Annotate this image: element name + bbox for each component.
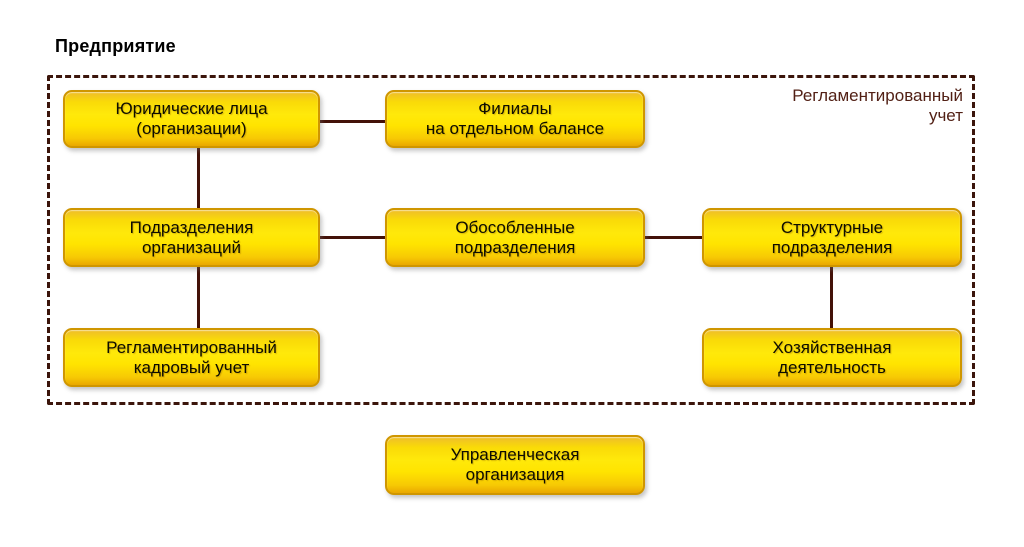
edge-separate-subdivisions-structural-subdivisions [645, 236, 702, 239]
regulated-accounting-frame [47, 75, 975, 405]
edge-org-departments-regulated-hr [197, 266, 200, 328]
node-regulated-hr-accounting: Регламентированный кадровый учет [63, 328, 320, 387]
node-branches-separate-balance: Филиалы на отдельном балансе [385, 90, 645, 148]
node-management-organization: Управленческая организация [385, 435, 645, 495]
node-separate-subdivisions: Обособленные подразделения [385, 208, 645, 267]
edge-org-departments-separate-subdivisions [320, 236, 385, 239]
diagram-title: Предприятие [55, 36, 176, 56]
edge-legal-entities-org-departments [197, 148, 200, 208]
edge-legal-entities-branches [320, 120, 385, 123]
frame-label: Регламентированный учет [792, 86, 963, 125]
node-business-activity: Хозяйственная деятельность [702, 328, 962, 387]
node-legal-entities: Юридические лица (организации) [63, 90, 320, 148]
node-org-departments: Подразделения организаций [63, 208, 320, 267]
node-structural-subdivisions: Структурные подразделения [702, 208, 962, 267]
edge-structural-subdivisions-business-activity [830, 266, 833, 328]
